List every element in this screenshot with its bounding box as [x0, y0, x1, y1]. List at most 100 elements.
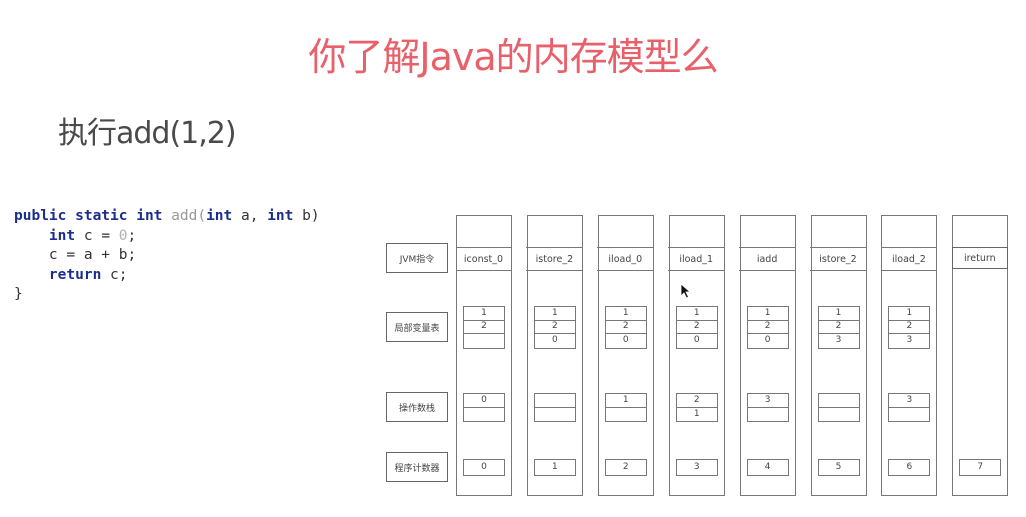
local-variables-table-cell: 2: [676, 321, 717, 334]
program-counter-cell: 5: [835, 462, 842, 472]
local-variables-table-cell: 1: [605, 307, 646, 321]
code-token: c =: [75, 227, 119, 244]
local-variables-table-cell: 0: [693, 335, 700, 346]
operand-stack-cell: [818, 394, 859, 408]
operand-stack-cell: [534, 394, 575, 408]
instruction-label: istore_2: [810, 247, 866, 271]
local-variables-table-cell: 3: [835, 335, 842, 346]
code-token: ;: [127, 227, 137, 244]
operand-stack: [817, 393, 860, 422]
operand-stack-cell: 2: [676, 394, 717, 408]
code-token: add(: [171, 208, 207, 224]
local-variables-table-cell: 2: [534, 321, 575, 334]
local-variables-table-cell: 1: [676, 307, 717, 321]
code-line: c = a + b;: [14, 246, 320, 266]
operand-stack: 3: [746, 393, 789, 422]
operand-stack-cell: 1: [605, 394, 646, 408]
instruction-label: istore_2: [526, 247, 583, 271]
instruction-label: iload_1: [668, 247, 725, 271]
local-variables-table-cell: 2: [747, 321, 788, 334]
program-counter: 3: [675, 459, 718, 476]
step-column: ireturn 7: [951, 215, 1009, 496]
instruction-label: iload_2: [880, 247, 937, 271]
code-keyword: int: [48, 227, 76, 244]
operand-stack-cell: 3: [889, 394, 930, 408]
code-token: }: [14, 286, 23, 302]
program-counter: 2: [604, 459, 647, 476]
program-counter-cell: 1: [552, 462, 558, 472]
program-counter-cell: 3: [693, 462, 700, 472]
local-variables-table-cell: 1: [747, 307, 788, 321]
program-counter: 0: [463, 459, 505, 476]
operand-stack-cell: [748, 408, 788, 422]
row-label-jvm-instruction: JVM指令: [386, 243, 448, 273]
program-counter: 6: [888, 459, 931, 476]
program-counter-cell: 7: [977, 462, 984, 472]
operand-stack-cell: [819, 408, 859, 422]
code-keyword: int: [267, 208, 294, 224]
row-label-program-counter: 程序计数器: [386, 452, 448, 482]
local-variables-table-cell: 1: [464, 307, 504, 321]
code-token: c = a + b;: [14, 247, 137, 263]
operand-stack: 3: [888, 393, 931, 422]
local-variables-table-cell: 0: [622, 335, 629, 346]
program-counter: 1: [533, 459, 576, 476]
program-counter-cell: 6: [906, 462, 913, 472]
operand-stack: 0: [463, 393, 505, 422]
operand-stack-cell: [889, 408, 929, 422]
code-line: return c;: [14, 266, 320, 286]
operand-stack-cell: 0: [464, 394, 504, 408]
local-variables-table-cell: 2: [464, 321, 504, 334]
code-keyword: return: [48, 266, 102, 283]
instruction-label: iload_0: [597, 247, 654, 271]
program-counter-cell: 0: [481, 462, 487, 472]
program-counter: 5: [817, 459, 860, 476]
page-title: 你了解Java的内存模型么: [308, 35, 718, 79]
operand-stack-cell: 3: [747, 394, 788, 408]
code-block: public static int add( int a, int b) int …: [14, 207, 320, 305]
program-counter: 7: [959, 459, 1002, 476]
local-variables-table-cell: 2: [889, 321, 930, 334]
row-label-operand-stack: 操作数栈: [386, 392, 448, 422]
local-variables-table-cell: 2: [818, 321, 859, 334]
operand-stack: [533, 393, 576, 422]
instruction-label: iconst_0: [455, 247, 512, 271]
code-token: [14, 267, 49, 283]
program-counter: 4: [746, 459, 789, 476]
local-variables-table-cell: 3: [906, 335, 913, 346]
code-token: c;: [101, 266, 128, 283]
row-label-local-variables: 局部变量表: [386, 312, 448, 342]
operand-stack-cell: 1: [693, 408, 700, 419]
mouse-cursor-icon: [680, 283, 692, 299]
code-token: a,: [232, 208, 268, 224]
operand-stack-cell: [606, 408, 646, 422]
operand-stack-cell: [464, 408, 504, 422]
code-line: int c = 0;: [14, 227, 320, 247]
local-variables-table-cell: 2: [605, 321, 646, 334]
code-token: [14, 228, 49, 244]
local-variables-table-cell: 1: [534, 307, 575, 321]
local-variables-table-cell: [464, 334, 504, 348]
instruction-label: iadd: [739, 247, 796, 271]
section-subtitle: 执行add(1,2): [58, 116, 237, 151]
program-counter-cell: 2: [622, 462, 629, 472]
local-variables-table-cell: 0: [764, 335, 771, 346]
code-token: 0: [118, 227, 128, 244]
instruction-label: ireturn: [951, 247, 1008, 269]
local-variables-table-cell: 1: [889, 307, 930, 321]
operand-stack-cell: [535, 408, 575, 422]
code-token: b): [293, 208, 320, 224]
code-keyword: public static int: [14, 208, 172, 224]
